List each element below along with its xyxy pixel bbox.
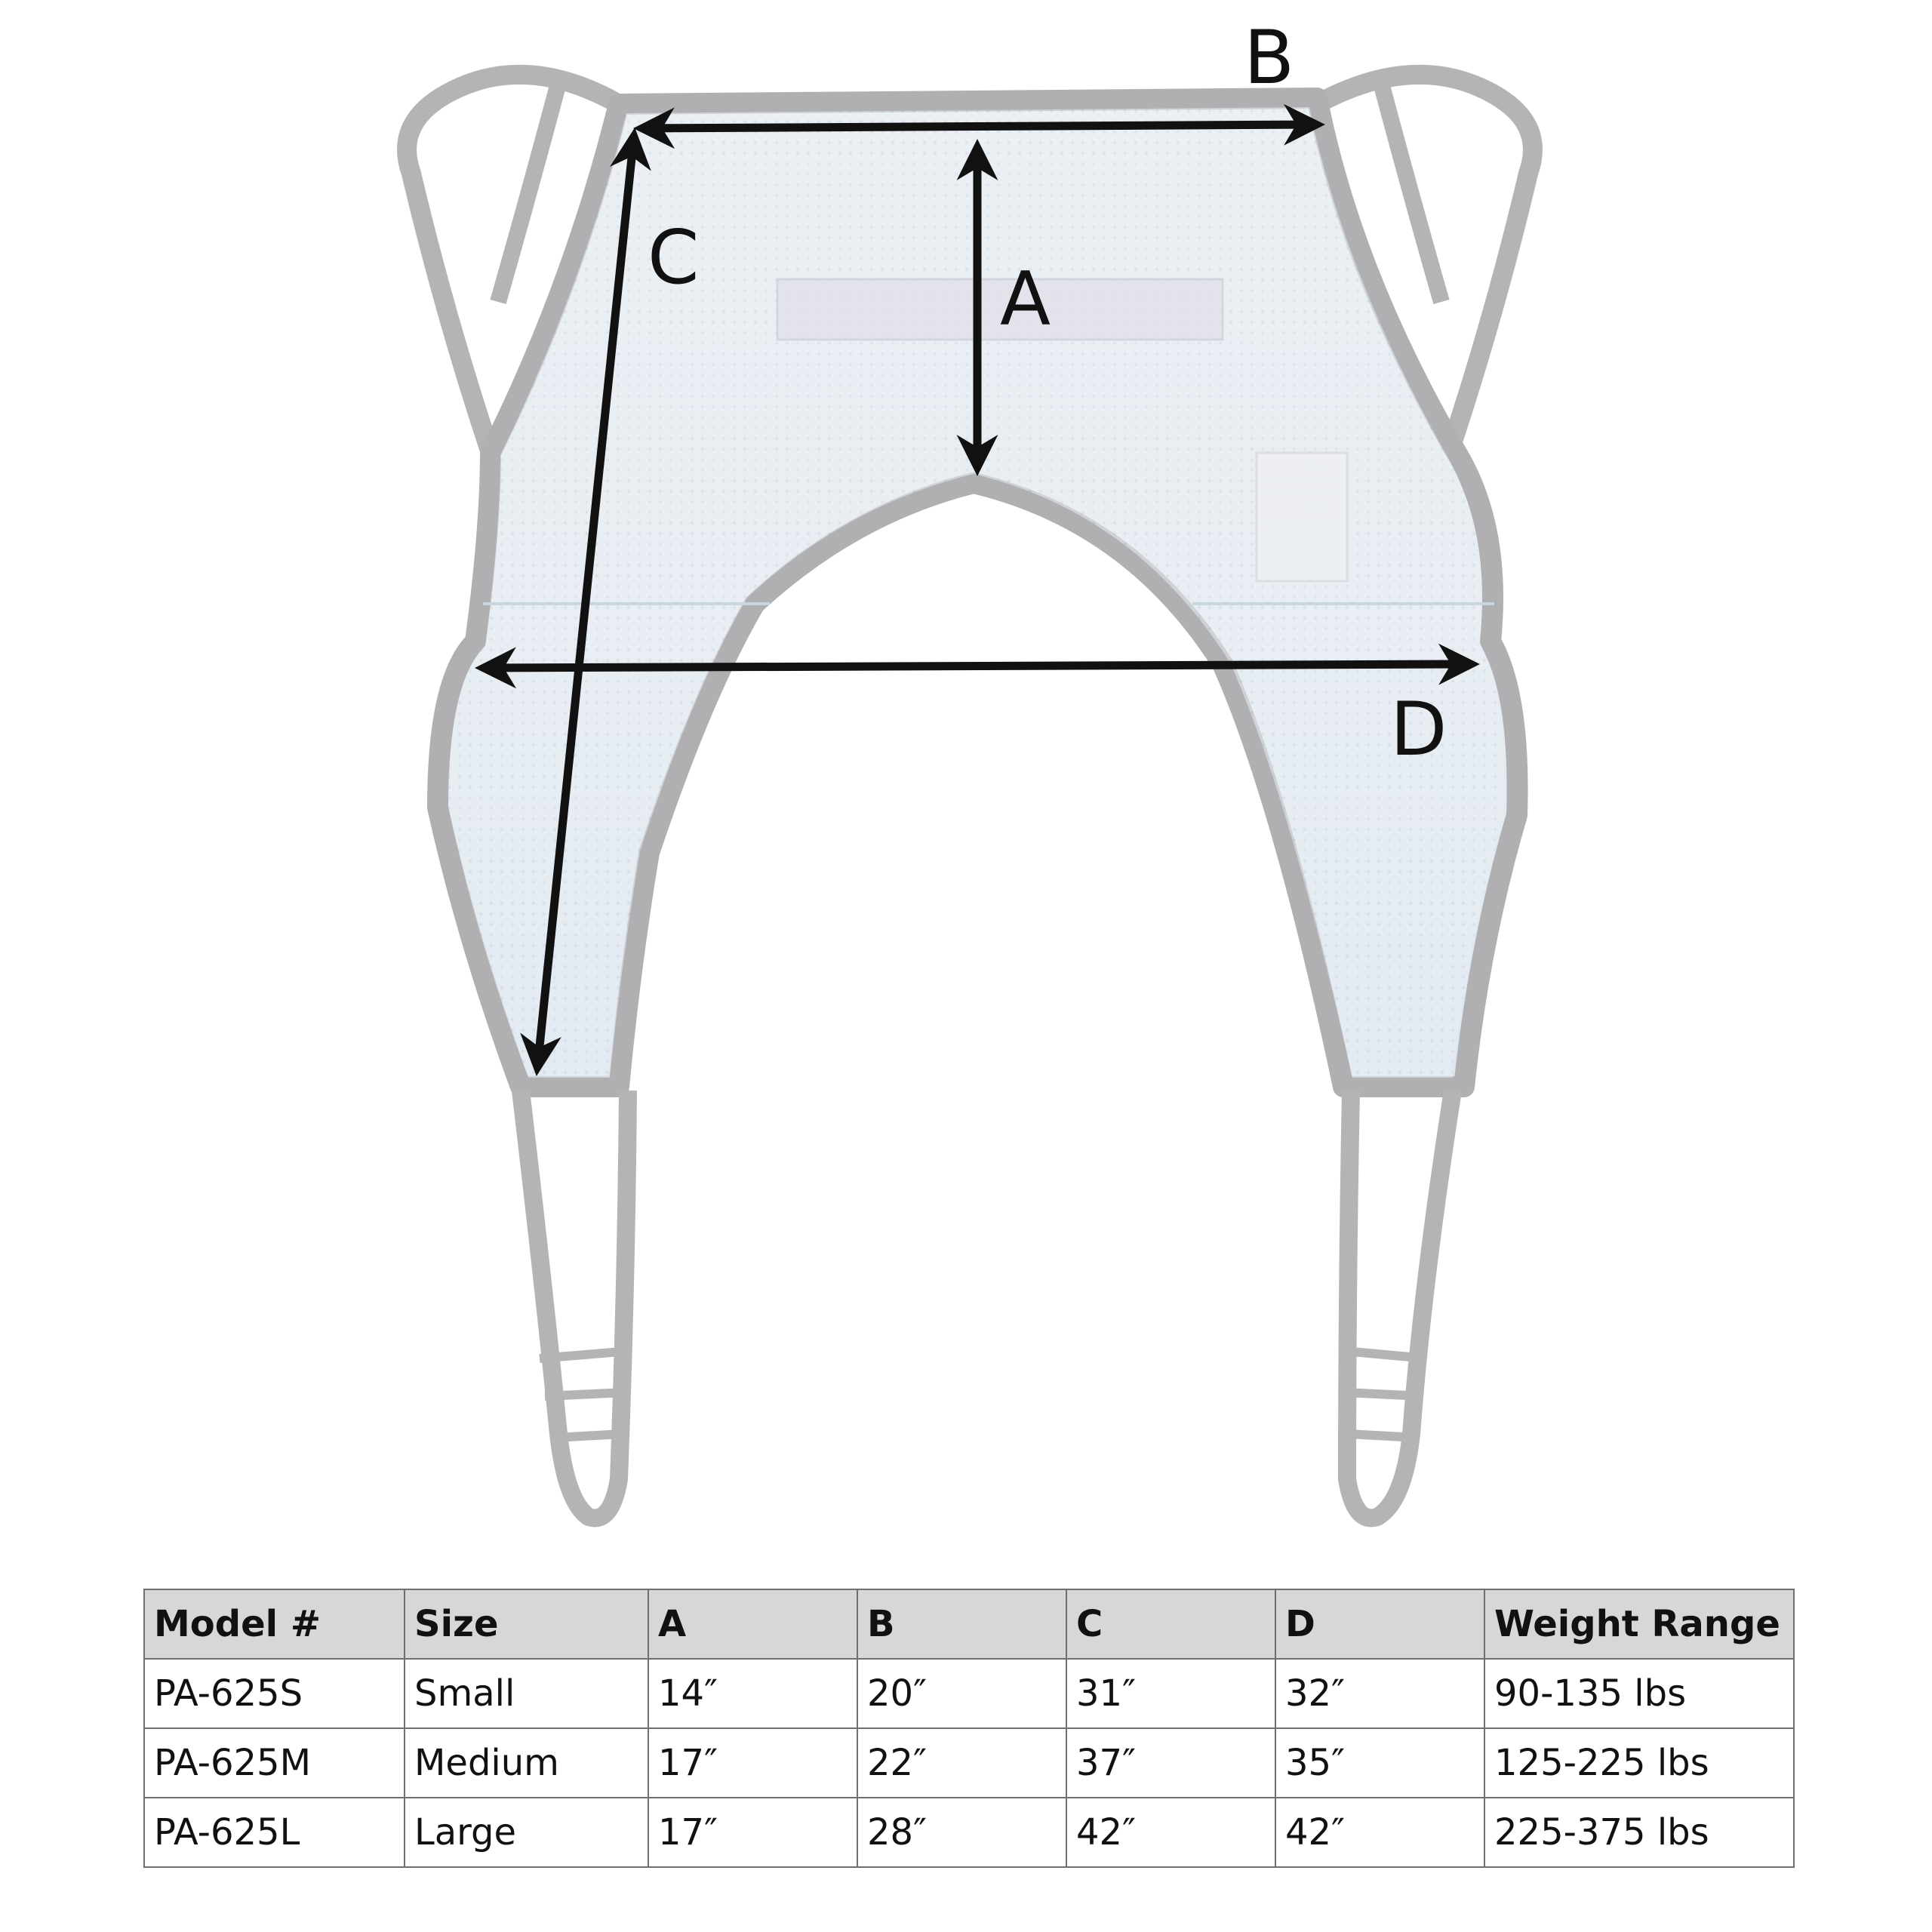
cell-b: 28″ <box>857 1797 1067 1868</box>
left-leg-strap-rungs <box>539 1346 631 1442</box>
cell-b: 22″ <box>857 1727 1067 1798</box>
right-leg-strap-rungs <box>1343 1346 1427 1442</box>
cell-c: 42″ <box>1066 1797 1276 1868</box>
header-d: D <box>1275 1589 1485 1660</box>
right-leg-strap <box>1338 1089 1462 1527</box>
cell-size: Small <box>404 1658 649 1729</box>
header-a: A <box>648 1589 858 1660</box>
cell-model: PA-625S <box>143 1658 405 1729</box>
table-header-row: Model # Size A B C D Weight Range <box>143 1589 1795 1660</box>
cell-c: 37″ <box>1066 1727 1276 1798</box>
cell-model: PA-625M <box>143 1727 405 1798</box>
cell-weight-range: 125-225 lbs <box>1484 1727 1795 1798</box>
right-shoulder-strap <box>1312 64 1543 457</box>
dimension-label-c: C <box>648 215 699 301</box>
table-row: PA-625L Large 17″ 28″ 42″ 42″ 225-375 lb… <box>143 1797 1795 1868</box>
cell-a: 17″ <box>648 1727 858 1798</box>
dimension-label-d: D <box>1390 687 1447 773</box>
cell-d: 42″ <box>1275 1797 1485 1868</box>
header-weight-range: Weight Range <box>1484 1589 1795 1660</box>
cell-b: 20″ <box>857 1658 1067 1729</box>
sling-mesh-texture <box>448 107 1505 1078</box>
table-row: PA-625M Medium 17″ 22″ 37″ 35″ 125-225 l… <box>143 1727 1795 1798</box>
cell-c: 31″ <box>1066 1658 1276 1729</box>
header-size: Size <box>404 1589 649 1660</box>
cell-a: 14″ <box>648 1658 858 1729</box>
cell-d: 35″ <box>1275 1727 1485 1798</box>
left-leg-strap <box>512 1089 637 1527</box>
cell-a: 17″ <box>648 1797 858 1868</box>
header-model: Model # <box>143 1589 405 1660</box>
cell-weight-range: 90-135 lbs <box>1484 1658 1795 1729</box>
dimension-label-a: A <box>1000 257 1051 343</box>
right-shoulder-strap-inner <box>1373 81 1450 305</box>
dimension-arrow-b <box>633 103 1325 149</box>
left-shoulder-strap-inner <box>490 81 567 305</box>
cell-size: Medium <box>404 1727 649 1798</box>
cell-weight-range: 225-375 lbs <box>1484 1797 1795 1868</box>
dimension-arrow-d <box>475 643 1480 689</box>
sling-diagram: B A C D <box>397 15 1543 1527</box>
header-c: C <box>1066 1589 1276 1660</box>
cell-d: 32″ <box>1275 1658 1485 1729</box>
dimension-label-b: B <box>1244 15 1294 101</box>
cell-model: PA-625L <box>143 1797 405 1868</box>
size-chart-table: Model # Size A B C D Weight Range PA-625… <box>143 1589 1795 1868</box>
table-row: PA-625S Small 14″ 20″ 31″ 32″ 90-135 lbs <box>143 1658 1795 1729</box>
dimension-arrow-c <box>520 128 651 1076</box>
cell-size: Large <box>404 1797 649 1868</box>
left-shoulder-strap <box>397 64 624 457</box>
header-b: B <box>857 1589 1067 1660</box>
sling-pocket <box>1255 451 1349 583</box>
sling-label-patch <box>776 278 1224 341</box>
